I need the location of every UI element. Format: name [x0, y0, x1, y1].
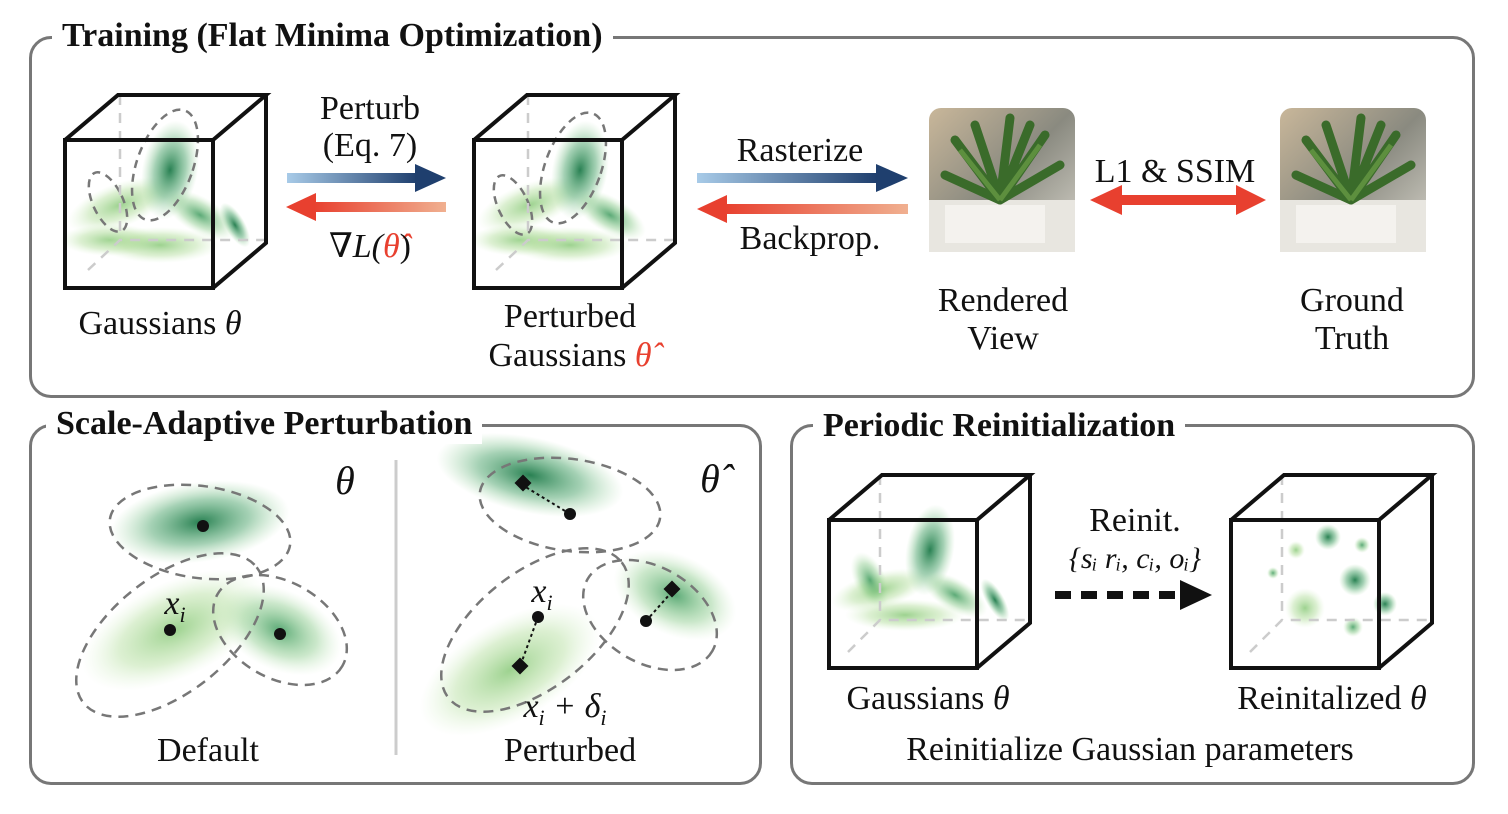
- gaussians-label: Gaussians θ: [60, 305, 260, 343]
- cube-gaussians-bottom: [827, 473, 1036, 670]
- gt-line2: Truth: [1314, 320, 1390, 357]
- gradient-label: ∇L(θ̂): [300, 228, 440, 266]
- perturb-arrow: [287, 164, 446, 192]
- perturbed-gaussians: [419, 432, 737, 737]
- reinit-cube-theta: θ: [1410, 680, 1427, 717]
- gradient-prefix: ∇L(: [328, 228, 383, 265]
- cube-perturbed: [470, 93, 681, 290]
- reinit-cube-label: Reinitalized θ: [1222, 680, 1442, 718]
- gt-line1: Ground: [1300, 282, 1404, 319]
- xi-perturbed-sub: i: [546, 589, 553, 615]
- perturbed-line1: Perturbed: [503, 298, 637, 335]
- default-label: Default: [157, 732, 259, 769]
- rendered-line1: Rendered: [937, 282, 1069, 319]
- gaussians-bottom-text: Gaussians: [846, 680, 985, 717]
- loss-label: L1 & SSIM: [1094, 153, 1256, 190]
- perturbed-theta-hat: θ̂: [634, 337, 652, 374]
- perturbed-line2: Gaussians θ̂: [470, 337, 670, 375]
- theta-symbol: θ: [335, 458, 355, 503]
- xi-perturbed-x: x: [531, 573, 547, 610]
- gaussians-text: Gaussians: [78, 305, 217, 342]
- cube-reinitialized: [1229, 473, 1438, 670]
- reinit-params: {sᵢ rᵢ, cᵢ, oᵢ}: [1068, 542, 1202, 575]
- training-panel: [29, 36, 1475, 398]
- perturb-label: Perturb: [319, 90, 421, 127]
- backprop-label: Backprop.: [739, 220, 881, 257]
- ground-truth-image: [1280, 108, 1426, 252]
- xi-default-sub: i: [179, 601, 186, 627]
- rasterize-arrow: [697, 164, 908, 192]
- gaussians-bottom-label: Gaussians θ: [828, 680, 1028, 718]
- scale-adaptive-panel: [29, 424, 762, 785]
- gradient-arrow: [286, 193, 446, 221]
- periodic-title: Periodic Reinitialization: [813, 406, 1186, 446]
- rendered-line2: View: [967, 320, 1039, 357]
- perturbed-gaussians-text: Gaussians: [488, 337, 627, 374]
- xi-delta-label: xi + δi: [505, 688, 625, 737]
- perturb-eq-label: (Eq. 7): [322, 127, 418, 164]
- periodic-caption: Reinitialize Gaussian parameters: [906, 731, 1354, 768]
- loss-arrow: [1090, 185, 1266, 215]
- xi-delta-x-sub: i: [538, 704, 545, 730]
- xi-delta-plus: + δ: [544, 688, 601, 725]
- rasterize-label: Rasterize: [736, 132, 864, 169]
- reinit-cube-text: Reinitalized: [1237, 680, 1402, 717]
- reinit-arrow: [1055, 580, 1212, 610]
- training-title: Training (Flat Minima Optimization): [52, 16, 613, 56]
- reinit-label: Reinit.: [1089, 502, 1181, 539]
- gradient-close: ): [399, 228, 411, 265]
- gradient-theta-hat: θ̂: [382, 228, 400, 265]
- xi-delta-delta-sub: i: [600, 704, 607, 730]
- xi-label-perturbed: xi: [517, 573, 567, 622]
- perturbed-label: Perturbed: [503, 732, 637, 769]
- gaussians-theta: θ: [224, 305, 242, 342]
- scale-adaptive-title: Scale-Adaptive Perturbation: [46, 404, 483, 444]
- theta-hat-symbol: θ̂: [700, 456, 720, 501]
- gaussians-bottom-theta: θ: [992, 680, 1010, 717]
- cube-gaussians: [60, 93, 272, 290]
- default-gaussians: [75, 480, 349, 718]
- backprop-arrow: [697, 195, 908, 223]
- rendered-view-image: [929, 108, 1075, 252]
- xi-label-default: xi: [150, 585, 200, 634]
- xi-default-x: x: [164, 585, 180, 622]
- xi-delta-x: x: [523, 688, 539, 725]
